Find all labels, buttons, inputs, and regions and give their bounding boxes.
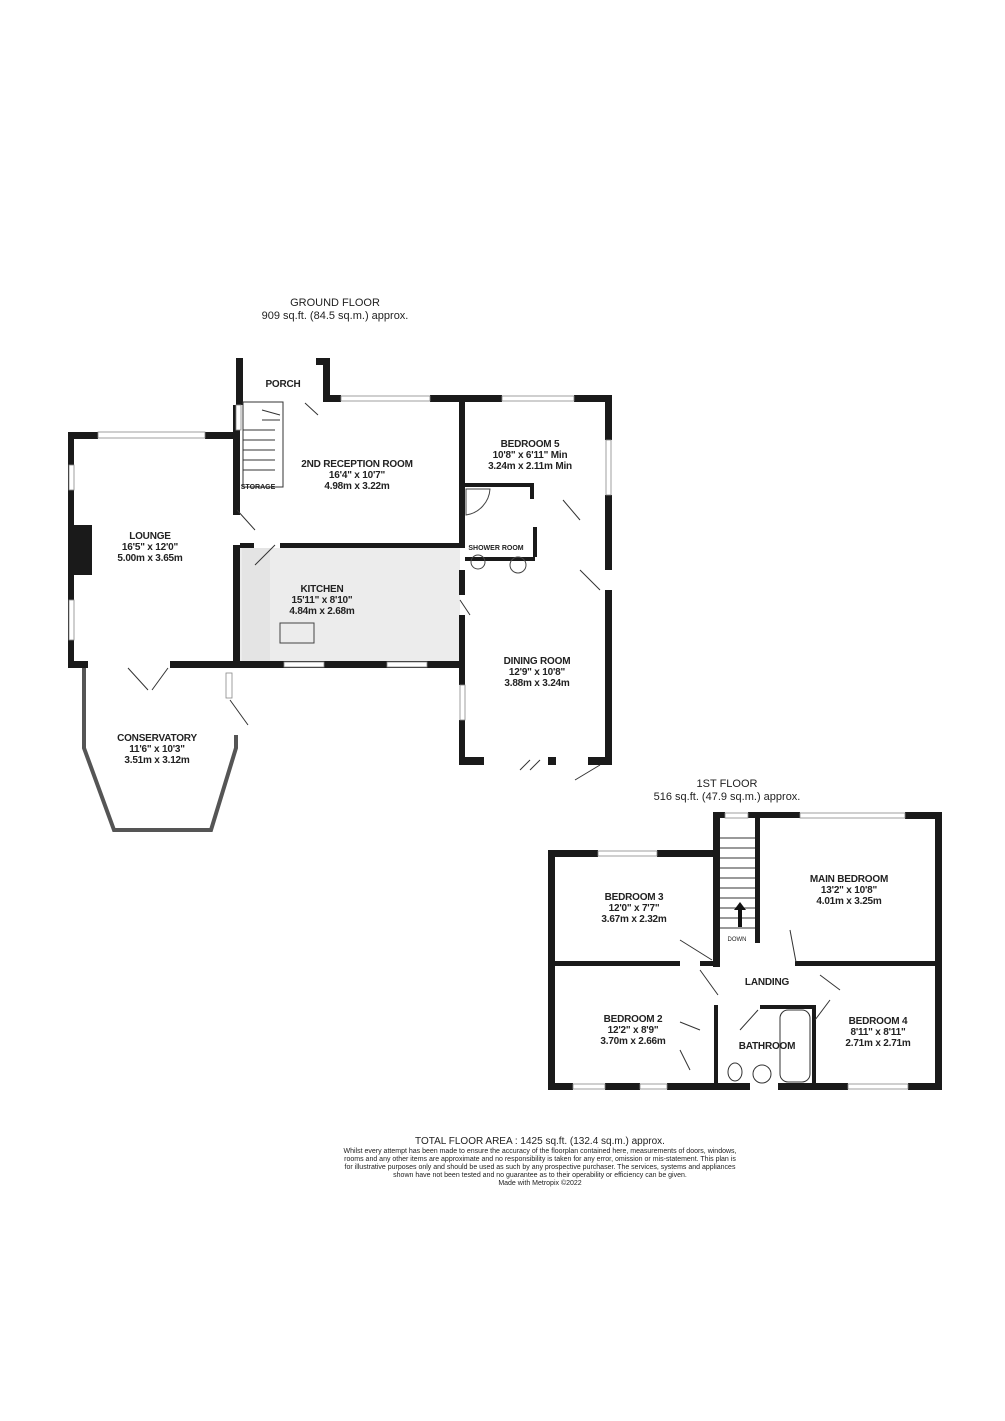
credit: Made with Metropix ©2022	[498, 1180, 582, 1187]
room-imperial: 15'11" x 8'10"	[291, 595, 353, 606]
total-floor-area: TOTAL FLOOR AREA : 1425 sq.ft. (132.4 sq…	[415, 1136, 665, 1147]
room-lounge: LOUNGE 16'5" x 12'0" 5.00m x 3.65m	[117, 531, 182, 564]
room-bedroom-4: BEDROOM 4 8'11" x 8'11" 2.71m x 2.71m	[845, 1016, 910, 1049]
room-bedroom-3: BEDROOM 3 12'0" x 7'7" 3.67m x 2.32m	[601, 892, 666, 925]
disclaimer: Whilst every attempt has been made to en…	[343, 1148, 737, 1179]
storage-label: STORAGE	[240, 484, 276, 491]
room-metric: 3.24m x 2.11m Min	[488, 461, 572, 472]
room-name: DINING ROOM	[503, 656, 571, 667]
room-metric: 2.71m x 2.71m	[845, 1038, 911, 1049]
room-name: BEDROOM 5	[500, 439, 560, 450]
room-kitchen: KITCHEN 15'11" x 8'10" 4.84m x 2.68m	[289, 584, 354, 617]
toilet-icon	[727, 1062, 743, 1082]
first-floor-title: 1ST FLOOR	[696, 778, 758, 790]
room-name: LOUNGE	[129, 531, 171, 542]
room-2nd-reception: 2ND RECEPTION ROOM 16'4" x 10'7" 4.98m x…	[301, 459, 413, 492]
room-imperial: 10'8" x 6'11" Min	[492, 450, 568, 461]
room-imperial: 8'11" x 8'11"	[850, 1027, 906, 1038]
footer: TOTAL FLOOR AREA : 1425 sq.ft. (132.4 sq…	[340, 1135, 740, 1188]
ground-floor-title: GROUND FLOOR	[290, 297, 380, 309]
stairs-first	[720, 837, 755, 929]
room-metric: 4.98m x 3.22m	[324, 481, 390, 492]
toilet-icon	[470, 554, 486, 570]
kitchen-counter	[240, 548, 460, 666]
first-floor-heading: 1ST FLOOR 516 sq.ft. (47.9 sq.m.) approx…	[654, 778, 801, 804]
first-floor-windows	[572, 812, 909, 1090]
room-metric: 4.84m x 2.68m	[289, 606, 355, 617]
room-metric: 3.70m x 2.66m	[600, 1036, 666, 1047]
room-bedroom-2: BEDROOM 2 12'2" x 8'9" 3.70m x 2.66m	[600, 1014, 665, 1047]
room-metric: 3.88m x 3.24m	[504, 678, 570, 689]
room-imperial: 12'0" x 7'7"	[608, 903, 660, 914]
door-swings	[127, 402, 601, 781]
first-floor-plan	[548, 812, 942, 1090]
ground-floor-area: 909 sq.ft. (84.5 sq.m.) approx.	[261, 310, 409, 322]
stairs-ground	[242, 401, 284, 488]
ground-floor-plan	[68, 358, 612, 765]
shower-tray-icon	[465, 488, 491, 516]
room-imperial: 13'2" x 10'8"	[820, 885, 878, 896]
bath-icon	[779, 1009, 811, 1083]
room-bedroom-5: BEDROOM 5 10'8" x 6'11" Min 3.24m x 2.11…	[488, 439, 572, 472]
room-metric: 4.01m x 3.25m	[816, 896, 882, 907]
first-floor-doors	[679, 929, 841, 1084]
porch-label: PORCH	[265, 379, 301, 390]
shower-room-label: SHOWER ROOM	[468, 545, 524, 552]
room-metric: 3.67m x 2.32m	[601, 914, 667, 925]
conservatory-walls	[82, 668, 238, 832]
room-imperial: 11'6" x 10'3"	[129, 744, 185, 755]
room-metric: 5.00m x 3.65m	[117, 553, 183, 564]
ground-floor-heading: GROUND FLOOR 909 sq.ft. (84.5 sq.m.) app…	[262, 297, 409, 323]
room-name: BEDROOM 2	[603, 1014, 663, 1025]
room-imperial: 16'4" x 10'7"	[328, 470, 386, 481]
ground-floor-windows	[68, 395, 612, 721]
room-conservatory: CONSERVATORY 11'6" x 10'3" 3.51m x 3.12m	[117, 733, 197, 766]
stairs-arrow-icon	[734, 902, 746, 927]
basin-icon	[509, 556, 527, 574]
basin-icon	[752, 1064, 772, 1084]
first-floor-area: 516 sq.ft. (47.9 sq.m.) approx.	[653, 791, 801, 803]
room-main-bedroom: MAIN BEDROOM 13'2" x 10'8" 4.01m x 3.25m	[810, 874, 888, 907]
fixtures	[279, 488, 527, 644]
room-name: CONSERVATORY	[117, 733, 197, 744]
room-imperial: 16'5" x 12'0"	[121, 542, 179, 553]
room-dining: DINING ROOM 12'9" x 10'8" 3.88m x 3.24m	[504, 656, 571, 689]
stairs-down-label: DOWN	[727, 937, 747, 943]
bathroom-label: BATHROOM	[738, 1041, 796, 1052]
kitchen-sink-icon	[279, 622, 315, 644]
room-name: KITCHEN	[300, 584, 344, 595]
room-name: BEDROOM 3	[604, 892, 664, 903]
room-name: 2ND RECEPTION ROOM	[301, 459, 413, 470]
room-name: MAIN BEDROOM	[809, 874, 889, 885]
room-imperial: 12'2" x 8'9"	[607, 1025, 659, 1036]
room-imperial: 12'9" x 10'8"	[508, 667, 566, 678]
room-name: BEDROOM 4	[848, 1016, 908, 1027]
landing-label: LANDING	[744, 977, 790, 988]
room-metric: 3.51m x 3.12m	[124, 755, 190, 766]
